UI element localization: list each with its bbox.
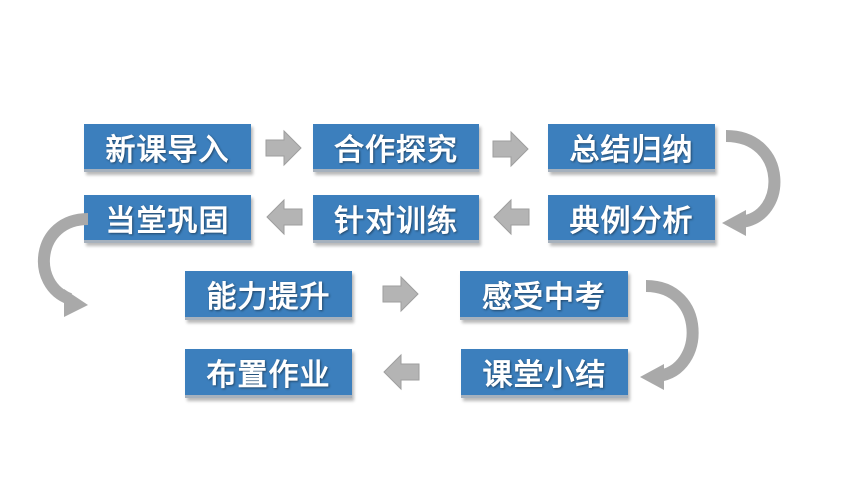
curved-arrow-icon	[640, 280, 699, 390]
arrow-left-icon	[493, 198, 530, 236]
step-exam-experience: 感受中考	[460, 271, 628, 320]
step-summary: 总结归纳	[548, 124, 715, 172]
step-class-summary: 课堂小结	[461, 349, 628, 398]
arrow-right-icon	[492, 130, 529, 168]
step-ability-improvement: 能力提升	[185, 271, 352, 320]
step-new-lesson-intro: 新课导入	[84, 124, 251, 172]
arrow-left-icon	[383, 353, 420, 391]
arrow-right-icon	[382, 275, 419, 313]
arrow-right-icon	[265, 129, 302, 167]
arrow-left-icon	[266, 198, 303, 236]
step-example-analysis: 典例分析	[548, 195, 715, 243]
curved-arrow-icon	[38, 213, 89, 317]
step-targeted-training: 针对训练	[313, 195, 479, 243]
step-consolidation: 当堂巩固	[84, 195, 251, 243]
curved-arrow-icon	[722, 130, 781, 236]
step-cooperative-inquiry: 合作探究	[313, 124, 479, 172]
step-homework: 布置作业	[185, 349, 352, 398]
